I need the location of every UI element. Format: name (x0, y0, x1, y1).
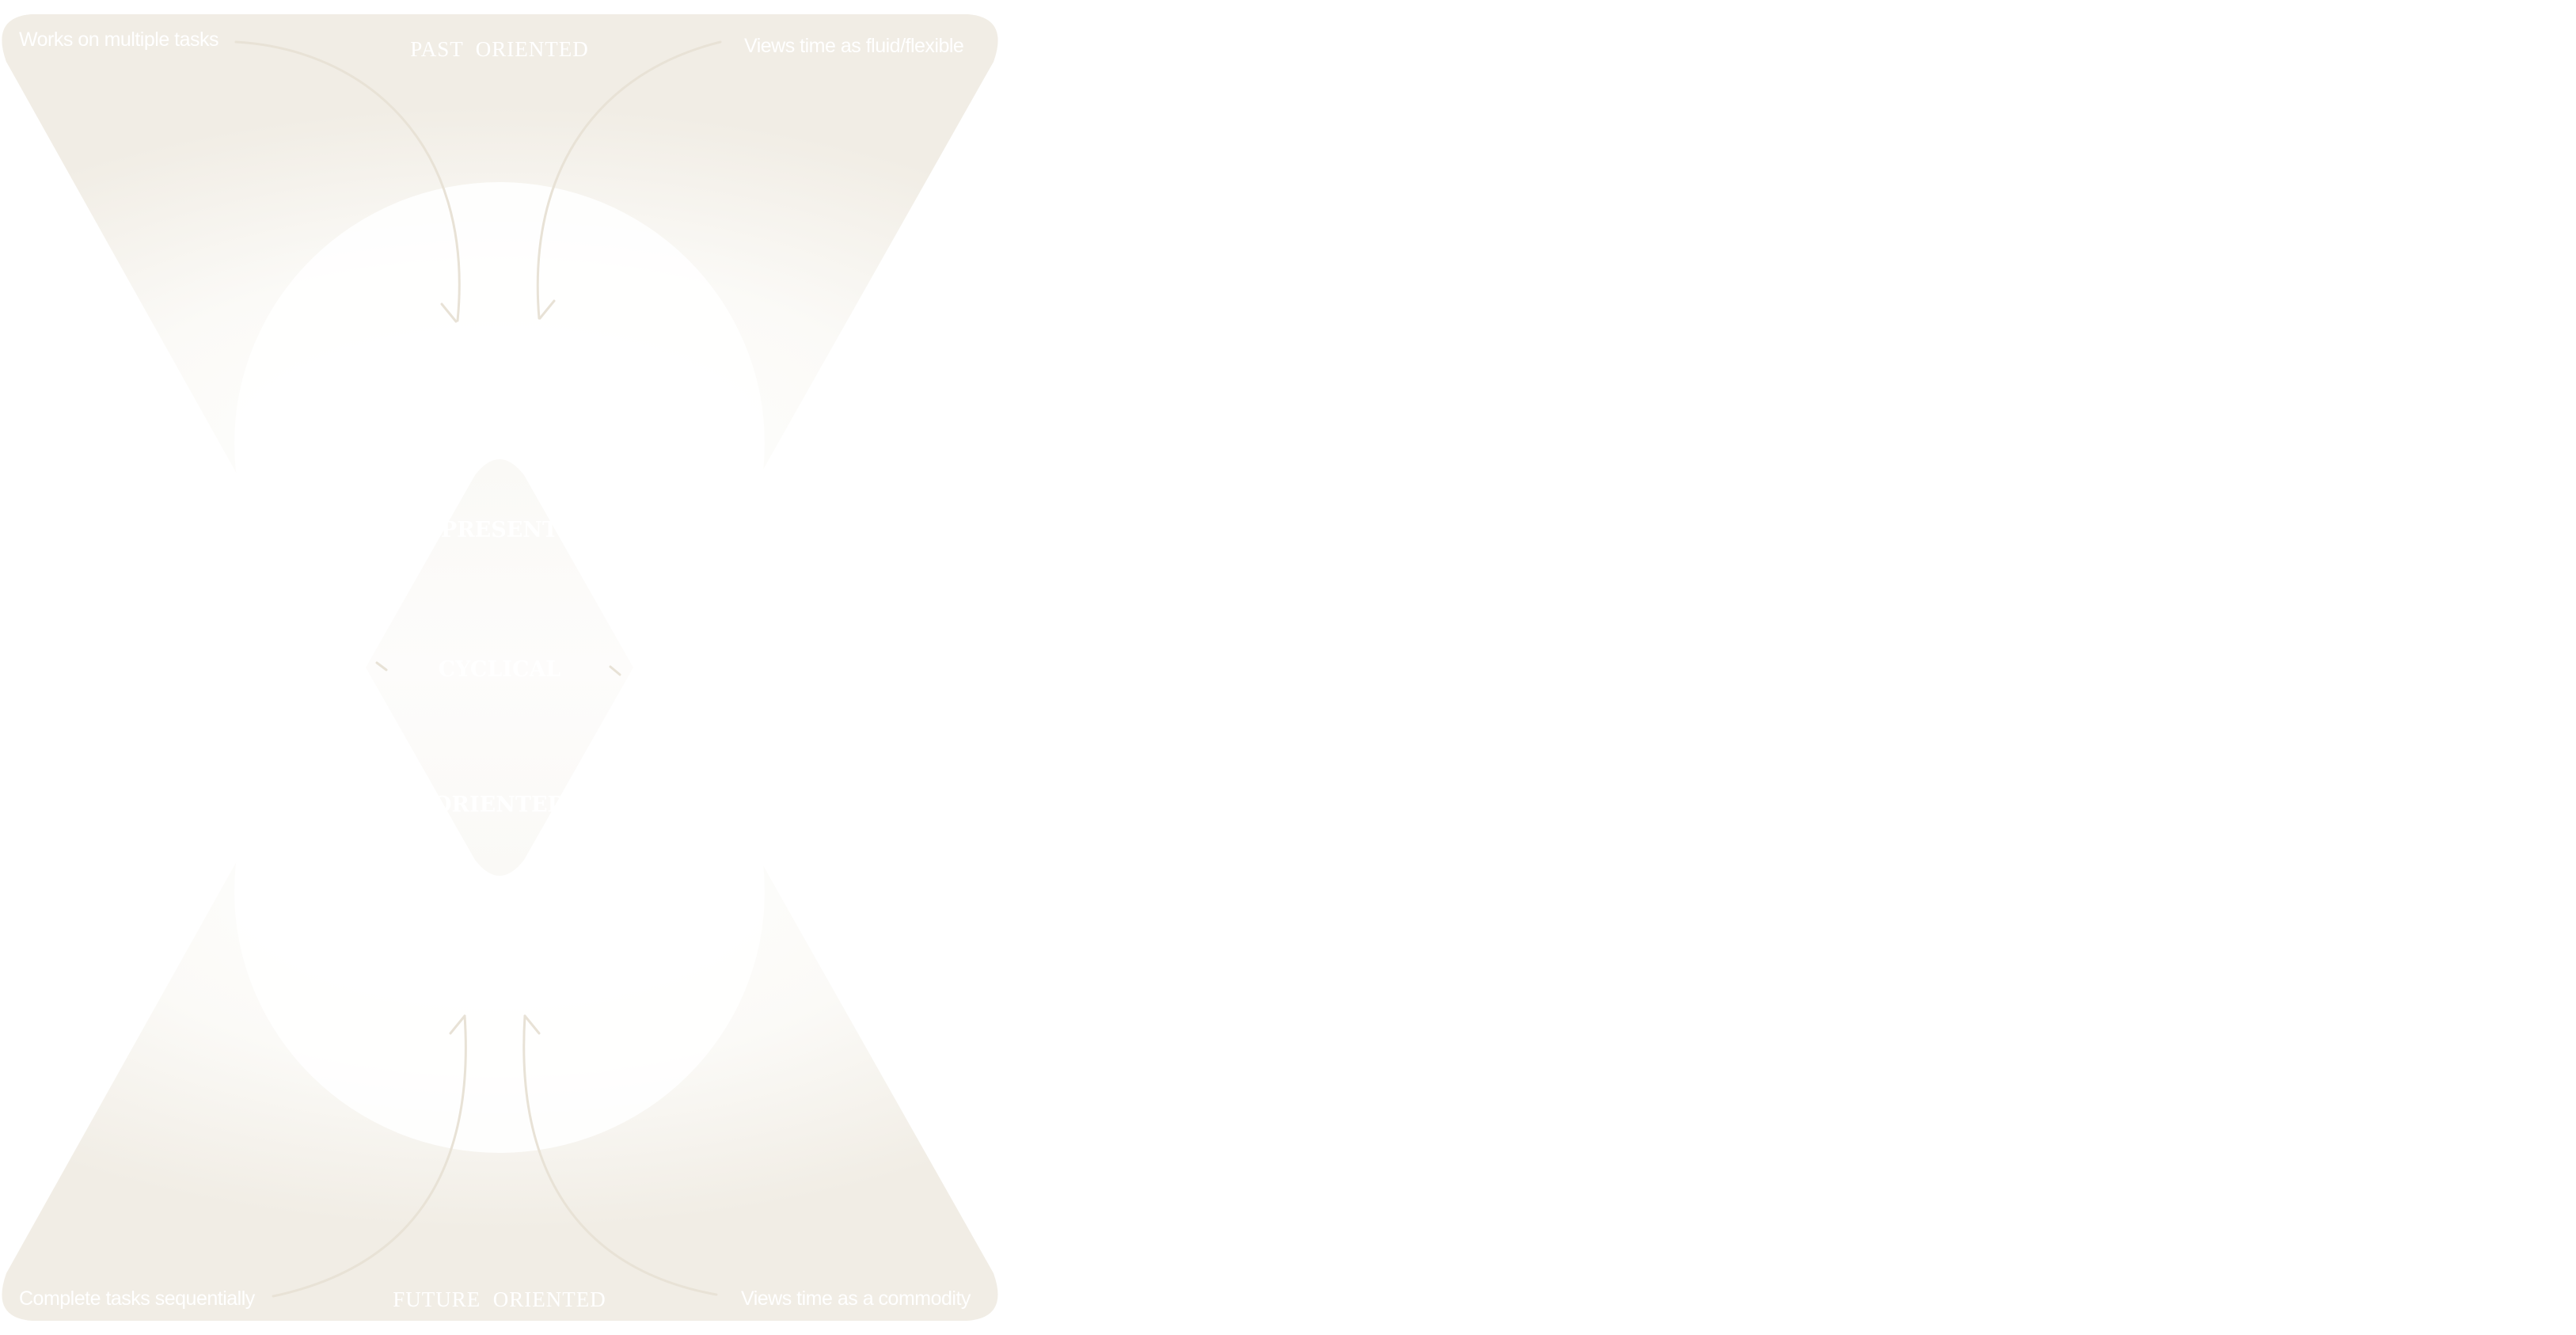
arrowhead-bottom-right-icon (523, 1014, 541, 1035)
arrowhead-left-icon (609, 665, 621, 676)
top-fade (234, 182, 765, 705)
hourglass-diagram (2, 14, 998, 1321)
label-complete-tasks-sequentially: Complete tasks sequentially (19, 1287, 255, 1310)
label-future-oriented: FUTURE ORIENTED (393, 1287, 606, 1311)
arrowhead-top-right-icon (538, 299, 556, 320)
curved-arrow-top-left-icon (234, 40, 461, 322)
label-past-oriented: PAST ORIENTED (410, 37, 589, 61)
label-works-on-multiple-tasks: Works on multiple tasks (19, 29, 219, 51)
curved-arrow-top-right-icon (536, 40, 722, 320)
bottom-fade (234, 630, 765, 1153)
arrowhead-bottom-left-icon (449, 1014, 466, 1035)
label-views-time-as-fluid: Views time as fluid/flexible (744, 35, 964, 57)
label-cyclical: CYCLICAL (438, 657, 561, 682)
arrowhead-top-left-icon (440, 302, 458, 323)
arrowhead-right-icon (375, 661, 388, 671)
curved-arrow-bottom-right-icon (522, 1014, 718, 1296)
label-oriented: ORIENTED (433, 793, 566, 817)
center-diamond (366, 459, 633, 876)
curved-arrow-bottom-left-icon (272, 1014, 467, 1298)
label-views-time-as-commodity: Views time as a commodity (741, 1287, 971, 1310)
label-present: PRESENT (440, 518, 559, 542)
